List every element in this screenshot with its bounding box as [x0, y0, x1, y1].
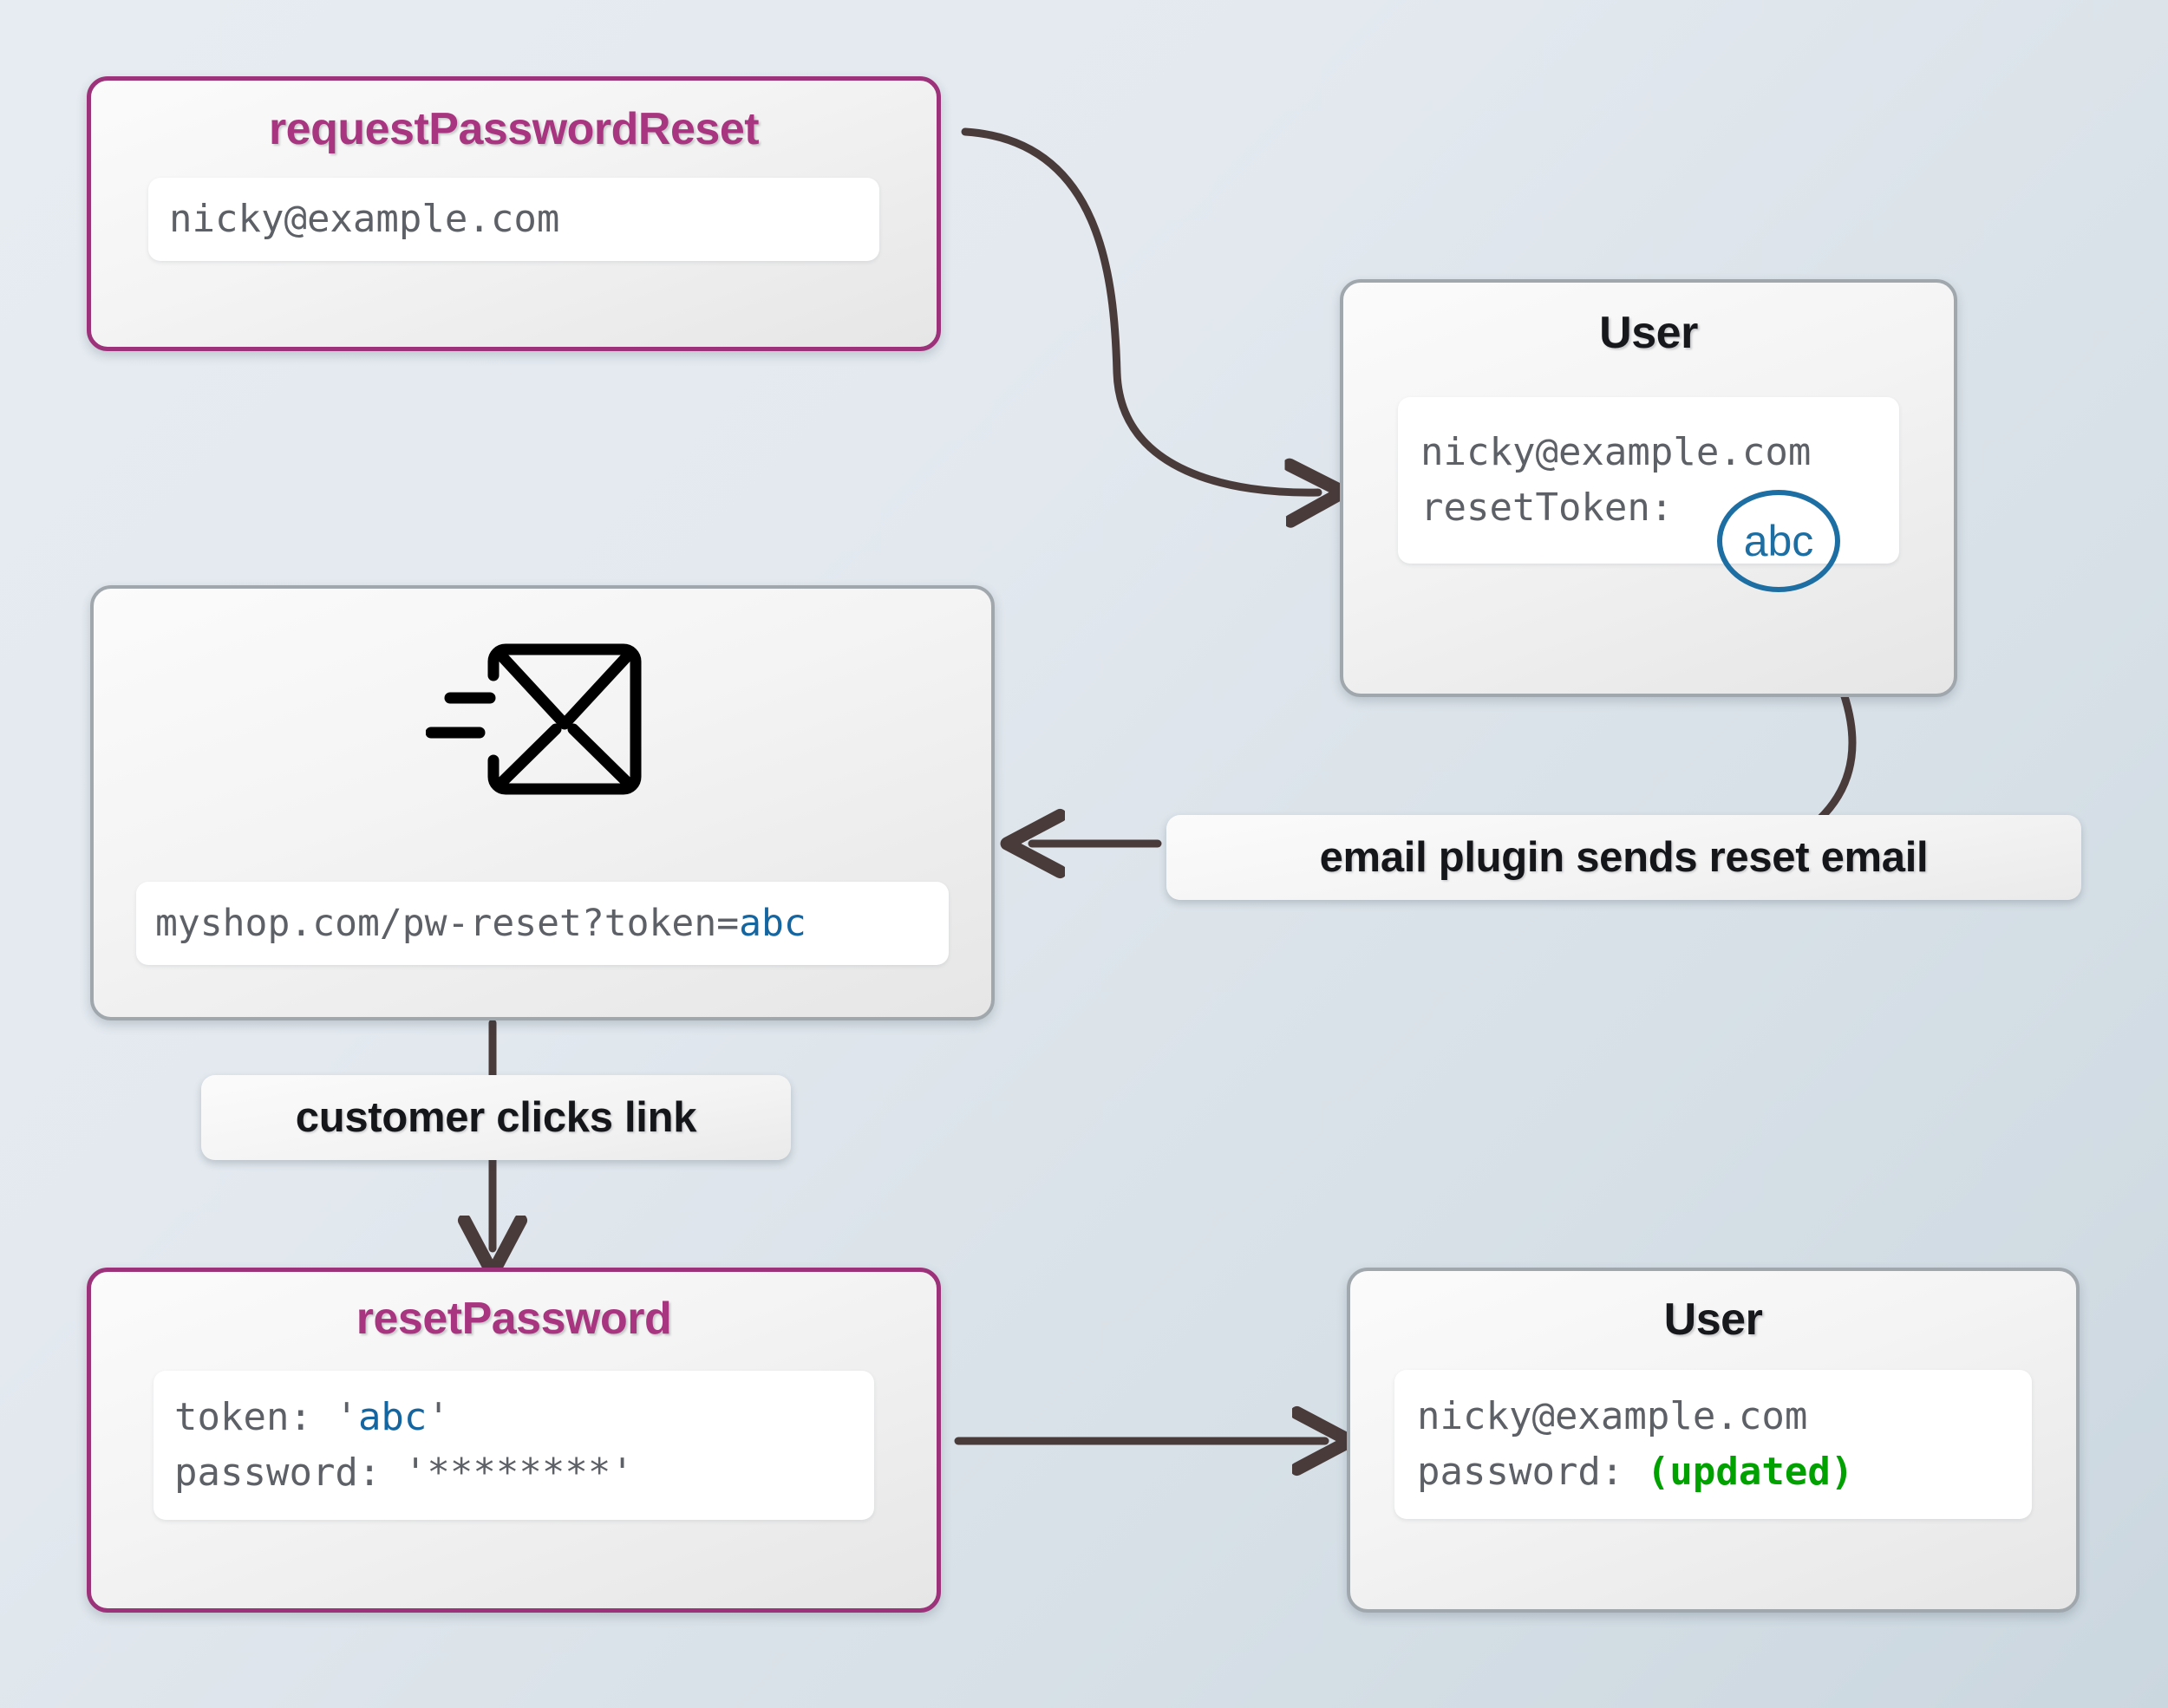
password-spacer: [1623, 1450, 1647, 1494]
quote-open: ': [311, 1394, 358, 1439]
reset-token-value: abc: [357, 1394, 428, 1439]
reset-password-line: password: '********': [174, 1445, 853, 1501]
token-highlight-circle: [1717, 490, 1840, 592]
email-link-field: myshop.com/pw-reset?token=abc: [136, 882, 949, 965]
user-email-value: nicky@example.com: [1420, 429, 1812, 474]
reset-link-value: myshop.com/pw-reset?token=abc: [155, 896, 930, 951]
reset-link-prefix: myshop.com/pw-reset?token=: [155, 901, 740, 945]
reset-token-label: token:: [174, 1394, 312, 1439]
user-password-line: password: (updated): [1417, 1444, 2009, 1500]
reset-password-fields: token: 'abc' password: '********': [153, 1371, 874, 1520]
card-email-message[interactable]: myshop.com/pw-reset?token=abc: [90, 585, 995, 1020]
card-title: resetPassword: [356, 1294, 672, 1344]
password-label: password:: [1417, 1450, 1624, 1494]
email-value: nicky@example.com: [169, 196, 560, 241]
card-user-bottom[interactable]: User nicky@example.com password: (update…: [1347, 1268, 2080, 1613]
card-title: User: [1599, 308, 1698, 358]
request-email-field: nicky@example.com: [148, 178, 879, 261]
card-request-password-reset[interactable]: requestPasswordReset nicky@example.com: [87, 76, 941, 351]
edge-label-customer-clicks-link: customer clicks link: [201, 1075, 791, 1160]
user-reset-token-line: resetToken:abc: [1420, 480, 1877, 536]
token-highlight-value: abc: [1743, 517, 1814, 565]
edge-request-to-user: [961, 127, 1318, 492]
password-value: '********': [381, 1450, 634, 1495]
user-bottom-fields: nicky@example.com password: (updated): [1394, 1370, 2032, 1519]
reset-token-line: token: 'abc': [174, 1390, 853, 1445]
edge-label-email-plugin: email plugin sends reset email: [1166, 815, 2081, 900]
reset-link-token: abc: [739, 901, 806, 945]
quote-close: ': [427, 1394, 450, 1439]
card-user-top[interactable]: User nicky@example.com resetToken:abc: [1340, 279, 1957, 697]
card-reset-password[interactable]: resetPassword token: 'abc' password: '**…: [87, 1268, 941, 1613]
password-updated-value: (updated): [1646, 1450, 1854, 1494]
card-title: requestPasswordReset: [268, 104, 760, 154]
send-email-icon: [425, 642, 660, 807]
user-email-value: nicky@example.com: [1417, 1393, 1808, 1438]
reset-token-label: resetToken:: [1420, 486, 1674, 530]
card-title: User: [1663, 1294, 1763, 1345]
password-label: password:: [174, 1450, 382, 1495]
